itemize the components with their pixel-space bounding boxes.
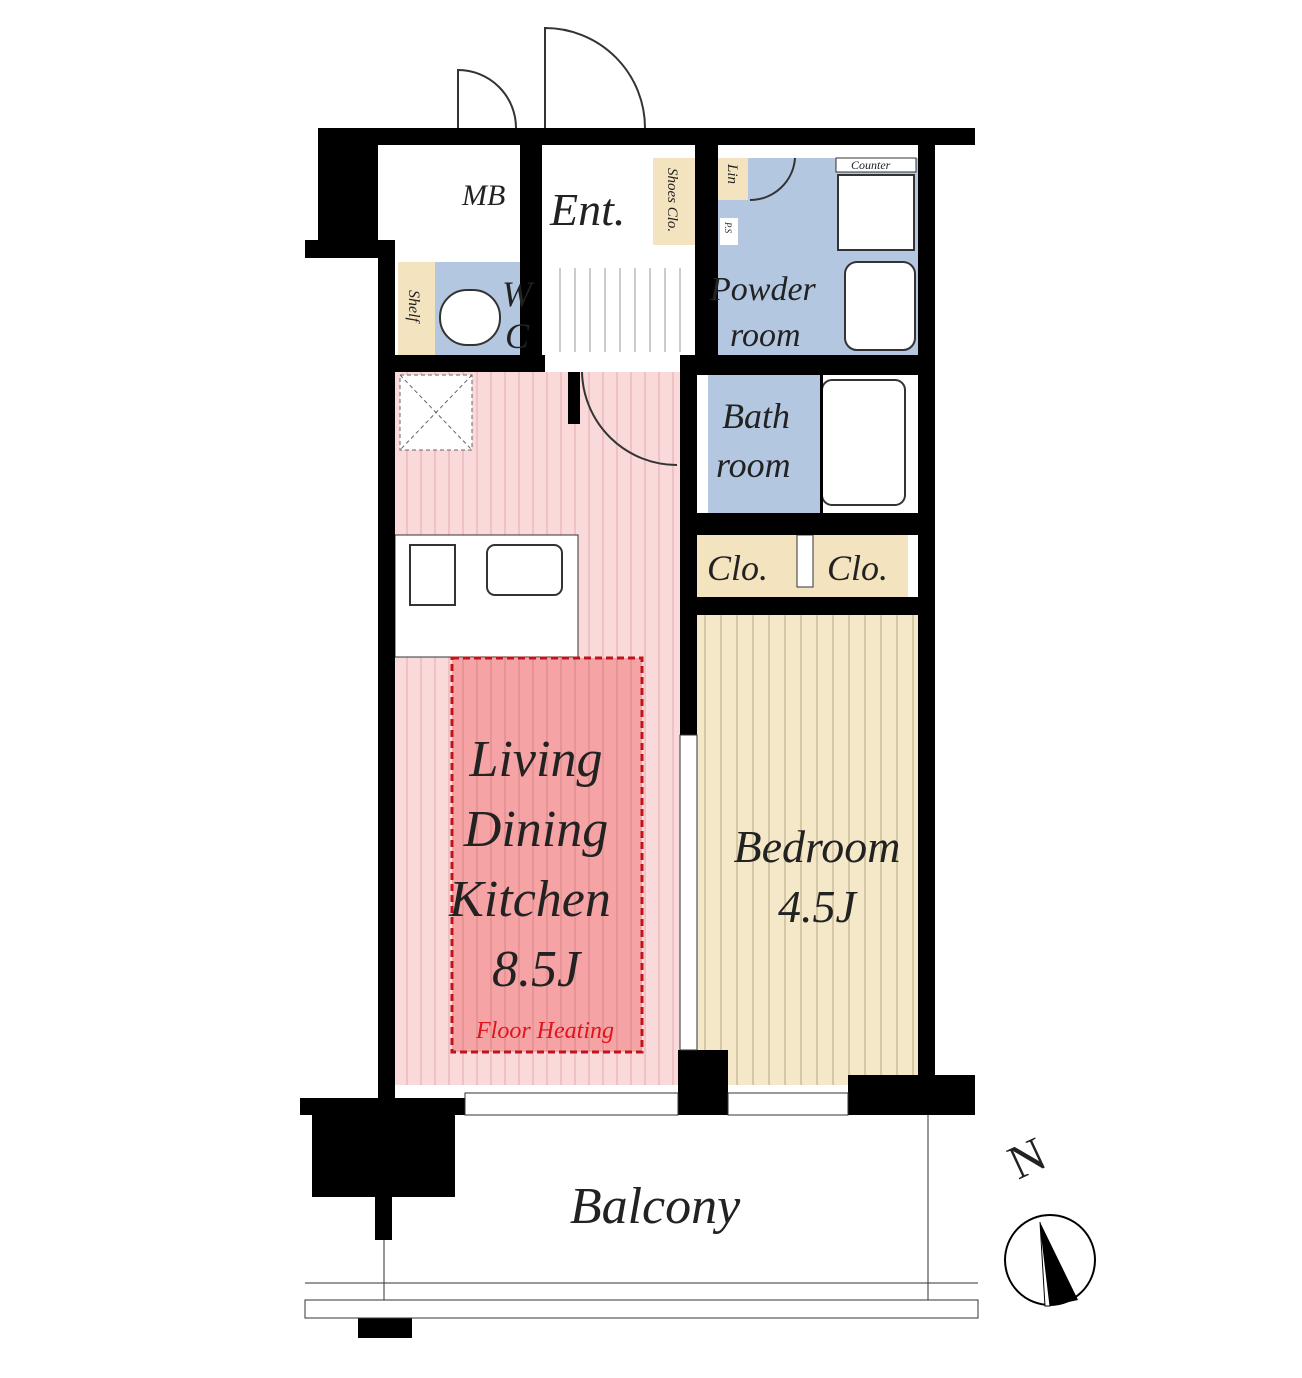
sink (486, 544, 563, 596)
shelf-label: Shelf (405, 290, 422, 325)
bedroom-floor (697, 615, 918, 1085)
ps-label: P.S (723, 221, 733, 234)
toilet (439, 289, 501, 346)
north-arrow-icon (1040, 1222, 1078, 1306)
shelf (398, 262, 435, 355)
shoes-closet-label: Shoes Clo. (664, 168, 680, 232)
shoes-closet (653, 158, 695, 245)
stove (409, 544, 456, 606)
bath-label-2: room (716, 445, 791, 485)
ldk-label-2: Dining (463, 801, 608, 858)
hallway-steps (559, 268, 681, 352)
mb-label: MB (461, 179, 505, 212)
counter-label: Counter (851, 158, 891, 172)
linen-closet (718, 158, 748, 200)
linen-label: Lin (724, 163, 740, 184)
entrance-floor (542, 145, 650, 265)
compass: N (1000, 1127, 1096, 1307)
ldk-label-1: Living (469, 731, 603, 788)
bathtub (821, 379, 906, 506)
powder-room-label-2: room (730, 317, 801, 354)
entrance-door[interactable] (544, 26, 646, 129)
bedroom-label: Bedroom (734, 821, 901, 872)
walls (300, 128, 975, 1338)
wc-label-1: W (502, 274, 535, 314)
ldk-label-3: Kitchen (448, 871, 611, 928)
entrance-label: Ent. (549, 184, 625, 235)
powder-door[interactable] (749, 157, 796, 202)
closet-right-label: Clo. (827, 548, 888, 588)
bath-floor (708, 375, 820, 513)
washing-machine (844, 261, 916, 351)
powder-room-label-1: Powder (709, 271, 817, 308)
washbasin (837, 174, 915, 251)
mb-door[interactable] (457, 68, 517, 129)
bedroom-size-label: 4.5J (778, 881, 859, 932)
floor-heating-area (450, 656, 644, 1054)
bath-label-1: Bath (722, 396, 790, 436)
floor-heating-label: Floor Heating (475, 1018, 614, 1044)
ldk-door[interactable] (581, 371, 678, 466)
balcony-label: Balcony (570, 1178, 741, 1235)
ldk-size-label: 8.5J (492, 941, 583, 998)
window-bedroom (727, 1092, 849, 1116)
counter (835, 157, 917, 173)
closet-left-label: Clo. (707, 548, 768, 588)
window-ldk (464, 1092, 679, 1116)
sliding-door (679, 734, 698, 1051)
balcony-rail (304, 1299, 979, 1319)
compass-north-label: N (1000, 1127, 1054, 1190)
mb-space (455, 145, 520, 240)
wc-label-2: C (505, 316, 530, 356)
ps-box (720, 218, 738, 245)
